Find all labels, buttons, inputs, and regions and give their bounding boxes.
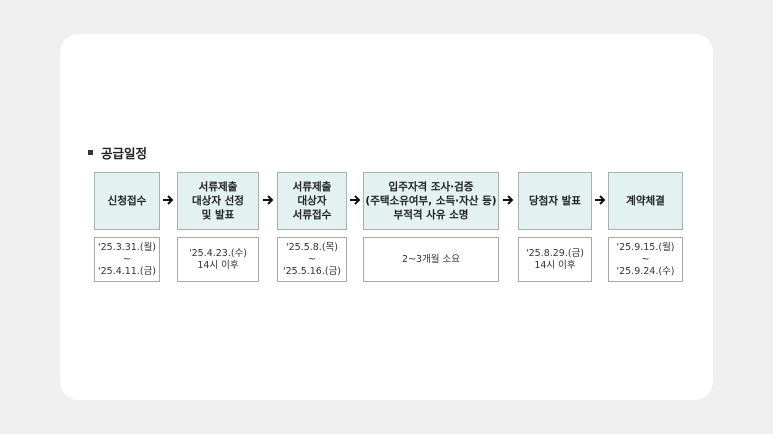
date-contract: '25.9.15.(월) ~ '25.9.24.(수): [608, 237, 683, 282]
stage-eligibility-check: 입주자격 조사·검증 (주택소유여부, 소득·자산 등) 부적격 사유 소명: [363, 172, 499, 230]
stage-application: 신청접수: [94, 172, 160, 230]
stage-document-selection: 서류제출 대상자 선정 및 발표: [177, 172, 259, 230]
section-heading: 공급일정: [88, 143, 147, 162]
section-title: 공급일정: [101, 146, 148, 161]
stage-winner-announcement: 당첨자 발표: [518, 172, 592, 230]
right-arrow-icon: [595, 195, 606, 205]
right-arrow-icon: [350, 195, 361, 205]
date-document-submission: '25.5.8.(목) ~ '25.5.16.(금): [277, 237, 347, 282]
date-document-selection: '25.4.23.(수) 14시 이후: [177, 237, 259, 282]
right-arrow-icon: [263, 195, 274, 205]
square-bullet-icon: [88, 150, 93, 155]
stage-document-submission: 서류제출 대상자 서류접수: [277, 172, 347, 230]
stage-contract: 계약체결: [608, 172, 683, 230]
date-winner-announcement: '25.8.29.(금) 14시 이후: [518, 237, 592, 282]
date-application: '25.3.31.(월) ~ '25.4.11.(금): [94, 237, 160, 282]
date-eligibility-check: 2~3개월 소요: [363, 237, 499, 282]
right-arrow-icon: [163, 195, 174, 205]
right-arrow-icon: [503, 195, 514, 205]
